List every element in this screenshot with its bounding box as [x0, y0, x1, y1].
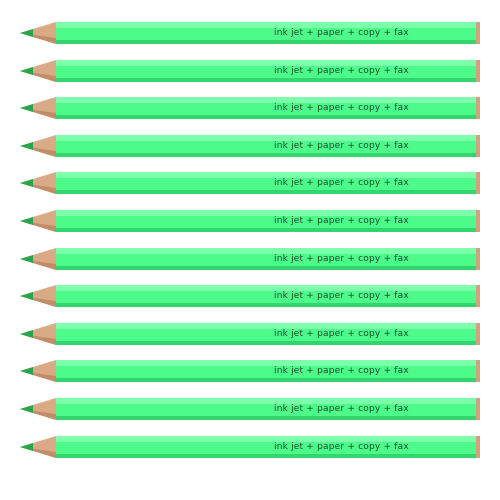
pencil-imprint-text: ink jet + paper + copy + fax — [274, 328, 409, 339]
pencil-barrel-highlight — [56, 247, 476, 254]
pencil-imprint-text: ink jet + paper + copy + fax — [274, 291, 409, 302]
pencil-barrel-shadow — [56, 416, 476, 420]
pencil-barrel-shadow — [56, 340, 476, 345]
pencil-barrel-shadow — [56, 115, 476, 120]
pencil-end-cap — [476, 134, 480, 157]
pencil-lead — [20, 329, 33, 338]
pencil-shape — [20, 59, 480, 82]
pencil-barrel-highlight — [56, 285, 476, 292]
pencil-lead — [20, 29, 33, 37]
pencil-imprint-text: ink jet + paper + copy + fax — [274, 404, 409, 414]
pencil-end-cap — [476, 398, 480, 420]
pencil-end-cap — [476, 97, 480, 120]
pencil-imprint-text: ink jet + paper + copy + fax — [274, 140, 409, 151]
pencil-barrel-shadow — [56, 378, 476, 383]
pencil-12: ink jet + paper + copy + fax — [20, 434, 480, 460]
pencil-shape — [20, 360, 480, 383]
pencil-shape — [20, 398, 480, 420]
pencil-6: ink jet + paper + copy + fax — [20, 208, 480, 234]
pencil-barrel-highlight — [56, 59, 476, 66]
pencil-barrel-shadow — [56, 265, 476, 270]
pencil-shape — [20, 435, 480, 458]
pencil-barrel-shadow — [56, 152, 476, 157]
pencil-end-cap — [476, 247, 480, 270]
pencil-3: ink jet + paper + copy + fax — [20, 95, 480, 121]
pencil-end-cap — [476, 435, 480, 458]
pencil-barrel-shadow — [56, 453, 476, 458]
pencil-lead — [20, 367, 33, 376]
pencil-imprint-text: ink jet + paper + copy + fax — [274, 441, 409, 452]
pencil-barrel-shadow — [56, 303, 476, 308]
pencil-lead — [20, 66, 33, 75]
pencil-barrel-shadow — [56, 40, 476, 44]
pencil-imprint-text: ink jet + paper + copy + fax — [274, 216, 409, 226]
pencil-11: ink jet + paper + copy + fax — [20, 396, 480, 422]
pencil-lead — [20, 179, 33, 188]
pencil-shape — [20, 322, 480, 345]
pencil-10: ink jet + paper + copy + fax — [20, 358, 480, 384]
pencil-9: ink jet + paper + copy + fax — [20, 321, 480, 347]
pencil-barrel-shadow — [56, 228, 476, 232]
pencil-lead — [20, 405, 33, 413]
pencil-7: ink jet + paper + copy + fax — [20, 246, 480, 272]
pencil-end-cap — [476, 172, 480, 195]
pencil-end-cap — [476, 360, 480, 383]
pencil-barrel-highlight — [56, 210, 476, 216]
pencil-end-cap — [476, 210, 480, 232]
pencil-4: ink jet + paper + copy + fax — [20, 133, 480, 159]
pencil-barrel-highlight — [56, 435, 476, 442]
pencil-barrel-highlight — [56, 398, 476, 404]
pencil-barrel-highlight — [56, 22, 476, 28]
pencil-lead — [20, 104, 33, 113]
pencil-end-cap — [476, 22, 480, 44]
pencil-imprint-text: ink jet + paper + copy + fax — [274, 28, 409, 38]
pencil-shape — [20, 210, 480, 232]
pencil-barrel-shadow — [56, 77, 476, 82]
pencil-lead — [20, 292, 33, 301]
pencil-imprint-text: ink jet + paper + copy + fax — [274, 103, 409, 114]
pencil-shape — [20, 22, 480, 44]
pencil-shape — [20, 134, 480, 157]
pencil-5: ink jet + paper + copy + fax — [20, 170, 480, 196]
pencil-barrel-highlight — [56, 360, 476, 367]
pencil-imprint-text: ink jet + paper + copy + fax — [274, 178, 409, 189]
pencil-shape — [20, 285, 480, 308]
pencil-lead — [20, 141, 33, 150]
pencil-barrel-highlight — [56, 97, 476, 104]
pencil-lead — [20, 254, 33, 263]
pencil-imprint-text: ink jet + paper + copy + fax — [274, 65, 409, 76]
pencil-lead — [20, 217, 33, 225]
pencil-end-cap — [476, 285, 480, 308]
pencil-1: ink jet + paper + copy + fax — [20, 20, 480, 46]
pencil-imprint-text: ink jet + paper + copy + fax — [274, 366, 409, 377]
pencil-lead — [20, 442, 33, 451]
pencil-barrel-highlight — [56, 322, 476, 329]
pencil-imprint-text: ink jet + paper + copy + fax — [274, 253, 409, 264]
pencil-barrel-highlight — [56, 172, 476, 179]
pencil-end-cap — [476, 322, 480, 345]
pencil-2: ink jet + paper + copy + fax — [20, 58, 480, 84]
pencil-end-cap — [476, 59, 480, 82]
pencil-shape — [20, 247, 480, 270]
pencil-barrel-highlight — [56, 134, 476, 141]
pencil-8: ink jet + paper + copy + fax — [20, 283, 480, 309]
pencil-shape — [20, 97, 480, 120]
pencil-barrel-shadow — [56, 190, 476, 195]
pencil-shape — [20, 172, 480, 195]
